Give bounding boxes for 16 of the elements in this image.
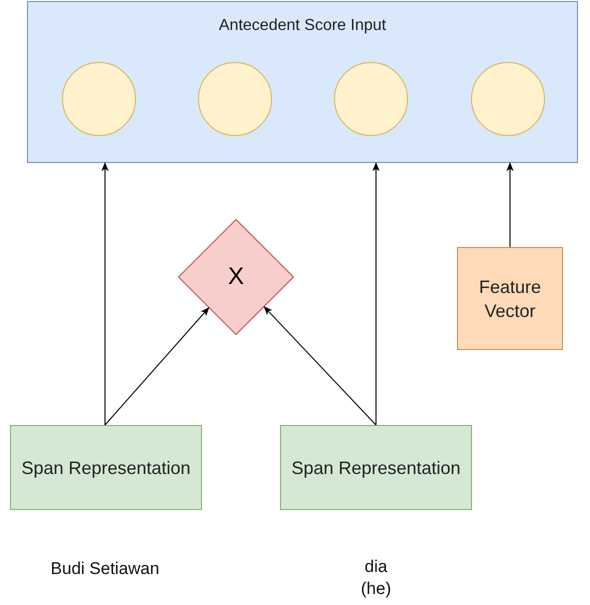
arrow: [101, 162, 109, 426]
operator-label: X: [228, 262, 244, 292]
box-label: Feature Vector: [478, 276, 542, 322]
input-layer-panel: [27, 1, 578, 163]
arrow: [264, 306, 376, 426]
process-box: [10, 425, 202, 510]
process-box: [457, 247, 563, 350]
arrow: [372, 162, 380, 426]
panel-title: Antecedent Score Input: [218, 16, 386, 36]
arrow: [104, 307, 210, 426]
span-text: dia (he): [360, 556, 392, 600]
box-label: Span Representation: [291, 456, 461, 480]
process-box: [280, 425, 472, 510]
span-text: Budi Setiawan: [50, 558, 160, 580]
arrow: [506, 162, 514, 248]
box-label: Span Representation: [21, 456, 191, 480]
